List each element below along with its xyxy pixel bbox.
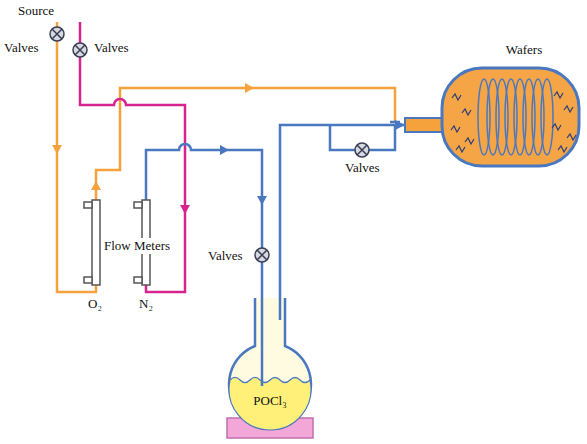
source-label: Source (18, 3, 54, 19)
wafer-mark (552, 124, 561, 130)
valve-symbol (52, 29, 62, 39)
valve-symbol (75, 45, 85, 55)
bubbler-flask (225, 298, 315, 440)
oxygen-arrow (52, 145, 62, 154)
oxygen-arrow (245, 83, 254, 93)
bubbler-flask: POCl₃ (225, 298, 315, 440)
valve-symbol (50, 27, 369, 262)
inlet-tube (261, 298, 264, 386)
furnace-tube (442, 68, 579, 166)
valve-symbol (355, 143, 369, 157)
valve-label: Valves (345, 160, 380, 176)
valve-label: Valves (4, 40, 39, 56)
carrier-arrow (257, 196, 267, 205)
wafer-mark (465, 138, 474, 144)
valve-label: Valves (94, 40, 129, 56)
wafer-mark (452, 94, 461, 100)
valve-symbol (357, 145, 367, 155)
valve-symbol (50, 27, 64, 41)
carrier-line (146, 122, 400, 298)
valve-symbol (255, 248, 269, 262)
oxygen-arrow (52, 83, 254, 190)
carrier-arrow (220, 145, 229, 155)
wafer-mark (564, 106, 573, 112)
gas-label: N₂ (139, 296, 153, 312)
wafer-mark (558, 146, 567, 152)
wafer-mark (462, 109, 471, 115)
wafer-mark (554, 92, 563, 98)
node-text: POCl₃ (225, 393, 315, 409)
flow-meter-label: Flow Meters (102, 238, 172, 254)
diffusion-furnace (404, 38, 582, 172)
wafer-mark (456, 146, 465, 152)
connector-group (280, 125, 404, 298)
node-text: Wafers (484, 42, 564, 58)
valve-symbol (73, 43, 87, 57)
carrier-arrow (220, 145, 267, 205)
gas-label: O₂ (88, 296, 102, 312)
oxygen-line (57, 22, 395, 292)
line-junction (390, 121, 400, 124)
wafer-mark (451, 126, 460, 132)
outlet-tube (279, 298, 282, 320)
valve-label: Valves (208, 248, 243, 264)
oxygen-arrow (91, 181, 101, 190)
valve-symbol (257, 250, 267, 260)
carrier-line (146, 144, 262, 298)
nitrogen-arrow (180, 205, 190, 214)
flow-meter-knob (134, 277, 142, 283)
flow-meter-knob (134, 202, 142, 208)
nitrogen-line (80, 22, 185, 292)
flow-meter-knob (84, 202, 92, 208)
heating-coil (541, 79, 553, 155)
oxygen-line (57, 22, 96, 292)
wafer-mark (567, 134, 576, 140)
gas-pipe-connector (280, 125, 404, 298)
diffusion-furnace: Wafers (404, 38, 582, 172)
flow-meter-knob (84, 277, 92, 283)
flow-meter (92, 200, 100, 285)
